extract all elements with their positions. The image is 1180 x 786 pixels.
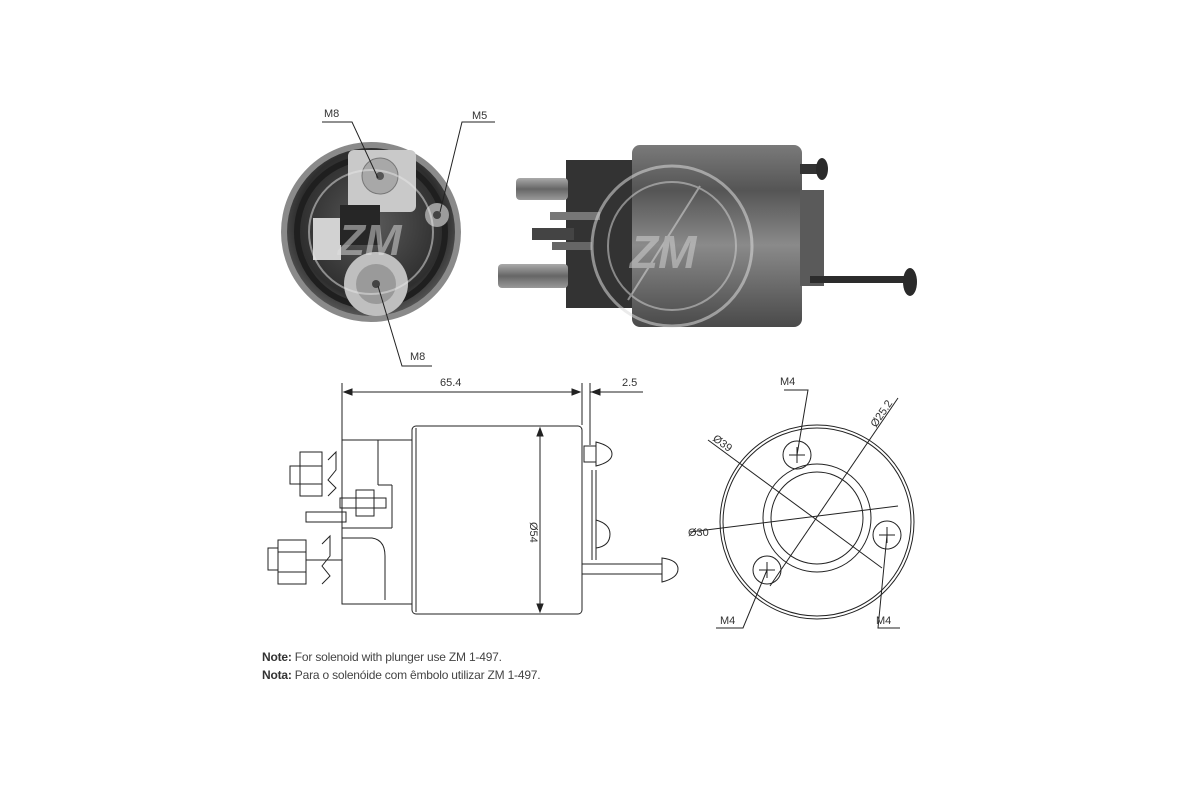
note-label: Nota: (262, 668, 292, 682)
label-m8-top: M8 (324, 108, 339, 120)
dim-inner-diameter: Ø30 (688, 527, 709, 539)
drawing-side-view (267, 383, 679, 615)
svg-text:ZM: ZM (336, 216, 403, 265)
dim-outer-diameter: Ø39 (710, 433, 734, 455)
dim-gap: 2.5 (622, 377, 637, 389)
label-m5: M5 (472, 110, 487, 122)
note-english: Note: For solenoid with plunger use ZM 1… (262, 650, 502, 664)
svg-text:ZM: ZM (628, 226, 698, 278)
note-label: Note: (262, 650, 292, 664)
dim-diameter: Ø54 (527, 522, 539, 543)
label-m4-bottom-right: M4 (876, 615, 891, 627)
photo-side-view: ZM (498, 145, 917, 328)
drawing-end-view (689, 389, 915, 629)
label-m8-bottom: M8 (410, 351, 425, 363)
label-m4-bottom-left: M4 (720, 615, 735, 627)
dim-length: 65.4 (440, 377, 461, 389)
note-text: For solenoid with plunger use ZM 1-497. (291, 650, 502, 664)
watermark-logo-icon: ZM (308, 169, 434, 295)
note-text: Para o solenóide com êmbolo utilizar ZM … (291, 668, 541, 682)
photo-end-view: ZM M8 M5 M8 (281, 108, 495, 367)
dim-bolt-circle: Ø25.2 (869, 398, 896, 430)
note-portuguese: Nota: Para o solenóide com êmbolo utiliz… (262, 668, 541, 682)
label-m4-top: M4 (780, 376, 795, 388)
watermark-logo-icon: ZM (590, 164, 754, 328)
